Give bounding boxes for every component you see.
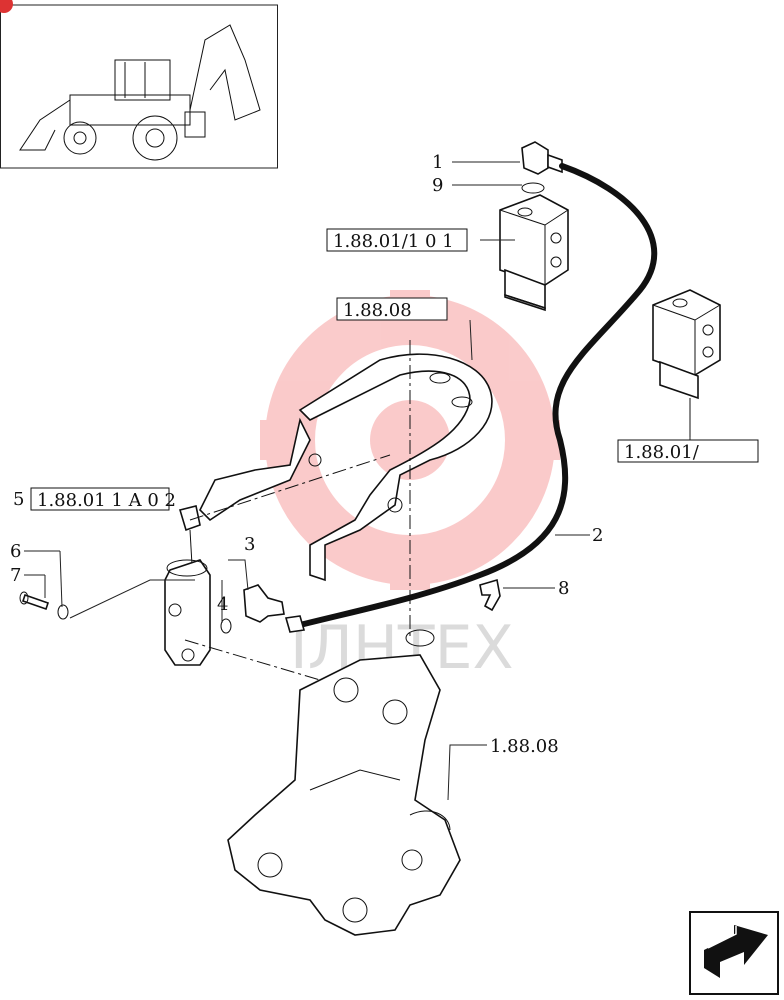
svg-text:1.88.01 1 A 0 2: 1.88.01 1 A 0 2 — [37, 490, 176, 511]
arrow-next-icon[interactable] — [689, 911, 779, 995]
cylinder — [164, 505, 211, 666]
leader-lines — [24, 161, 691, 801]
callout-4: 4 — [217, 594, 228, 615]
washer-6 — [57, 604, 69, 620]
o-ring-4 — [220, 618, 232, 634]
o-ring-9 — [521, 182, 545, 194]
valve-right — [652, 289, 721, 437]
svg-text:1.88.08: 1.88.08 — [343, 300, 412, 321]
callout-7: 7 — [10, 565, 21, 586]
bolt-7 — [19, 591, 50, 611]
ref-frame: 1.88.08 — [490, 736, 559, 757]
backhoe-loader-icon — [19, 24, 261, 161]
callout-1: 1 — [432, 152, 443, 173]
clip-8 — [479, 578, 501, 612]
callout-3: 3 — [244, 534, 255, 555]
hose-2 — [297, 163, 658, 628]
bracket — [199, 353, 493, 582]
callout-9: 9 — [432, 175, 443, 196]
elbow-fitting-3 — [243, 584, 285, 623]
callout-8: 8 — [558, 578, 569, 599]
corner-badge — [0, 0, 13, 13]
hose-end-fitting — [284, 615, 306, 633]
svg-text:1.88.01/1 0 1: 1.88.01/1 0 1 — [333, 231, 454, 252]
ref-bracket: 1.88.08 — [336, 297, 448, 321]
frame — [227, 629, 461, 936]
valve-top — [499, 141, 569, 312]
callout-6: 6 — [10, 541, 21, 562]
thumbnail-box — [0, 4, 278, 169]
callout-2: 2 — [592, 525, 603, 546]
elbow-fitting-1 — [521, 141, 549, 175]
callout-5: 5 — [13, 489, 24, 510]
ref-cylinder-left: 1.88.01 1 A 0 2 — [30, 487, 176, 511]
ref-valve-right: 1.88.01/ — [617, 439, 759, 463]
svg-text:1.88.01/: 1.88.01/ — [624, 442, 700, 463]
ref-valve-top: 1.88.01/1 0 1 — [326, 228, 468, 252]
